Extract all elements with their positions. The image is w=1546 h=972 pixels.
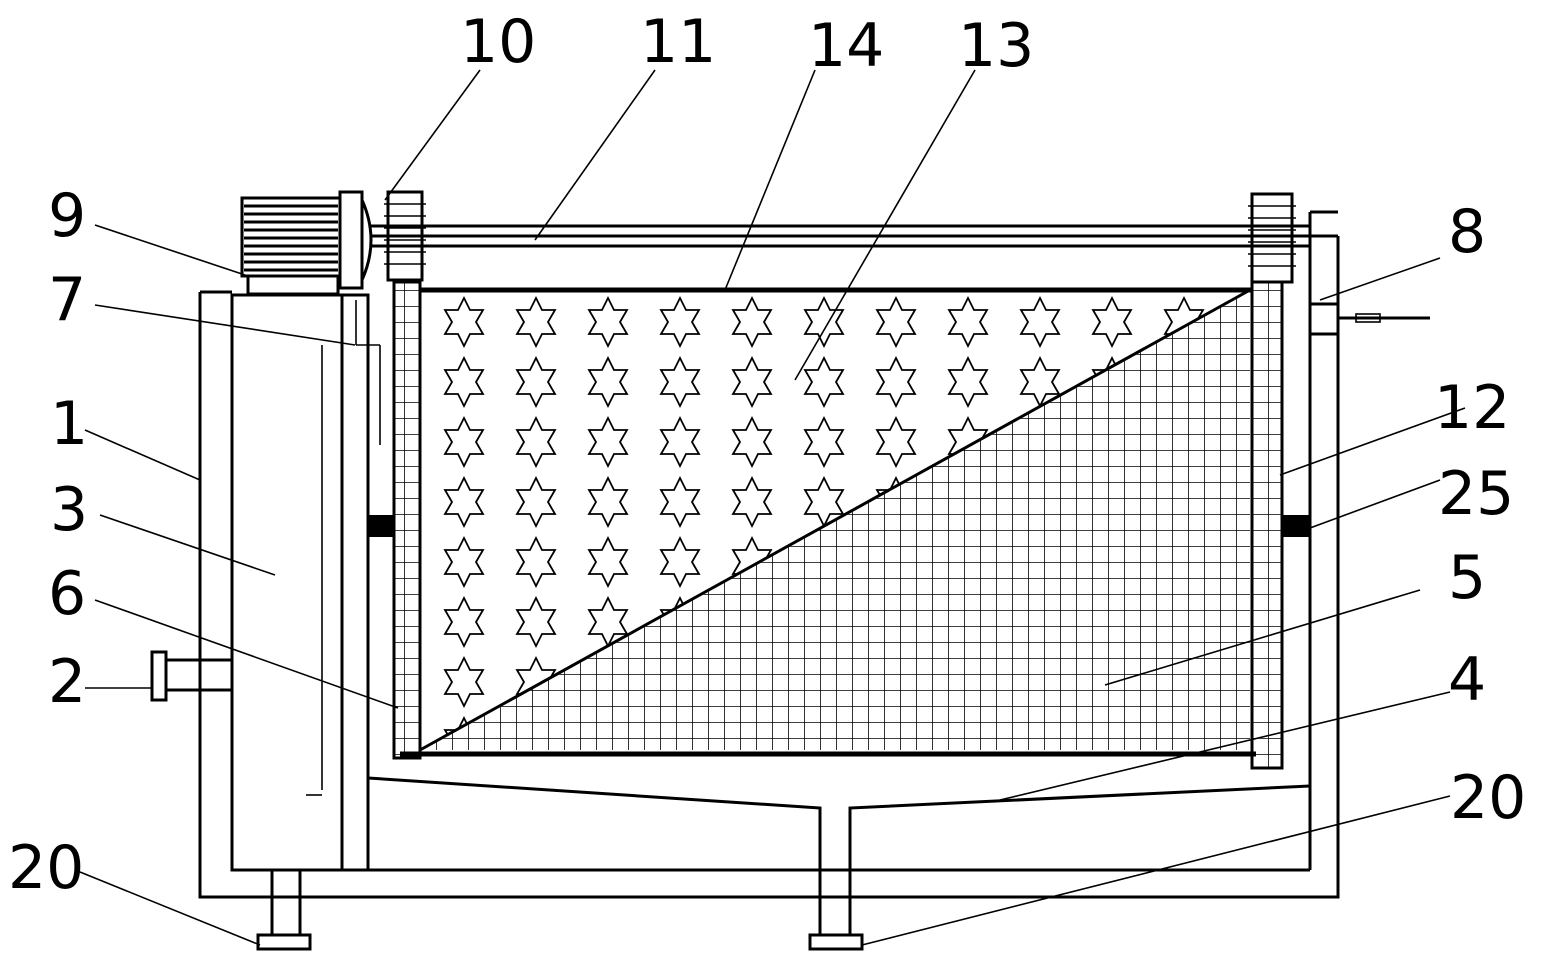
water-tank — [230, 293, 381, 872]
label-13: 13 — [958, 11, 1034, 81]
label-11: 11 — [640, 7, 716, 77]
label-20-right: 20 — [1450, 763, 1526, 833]
label-14: 14 — [808, 11, 884, 81]
label-7: 7 — [48, 265, 86, 335]
left-rack — [392, 280, 422, 760]
label-10: 10 — [460, 7, 536, 77]
label-2: 2 — [48, 647, 86, 717]
label-1: 1 — [50, 389, 88, 459]
left-foot — [256, 868, 312, 951]
collection-trough — [367, 776, 1311, 951]
screen-drum — [400, 287, 1256, 757]
outlet-pipe — [150, 650, 232, 702]
label-12: 12 — [1434, 373, 1510, 443]
inlet-pipe — [1308, 302, 1430, 336]
leader-lines — [79, 69, 1466, 946]
label-6: 6 — [48, 559, 86, 629]
label-8: 8 — [1448, 197, 1486, 267]
right-rack — [1250, 280, 1284, 770]
left-gear — [384, 190, 426, 282]
right-gear — [1248, 192, 1296, 284]
label-5: 5 — [1448, 543, 1486, 613]
label-20-left: 20 — [8, 833, 84, 903]
motor — [240, 190, 373, 296]
right-seal — [1282, 515, 1310, 537]
label-25: 25 — [1438, 459, 1514, 529]
left-seal — [368, 515, 394, 537]
label-4: 4 — [1448, 645, 1486, 715]
label-3: 3 — [50, 475, 88, 545]
label-9: 9 — [48, 181, 86, 251]
top-shaft — [370, 224, 1310, 248]
